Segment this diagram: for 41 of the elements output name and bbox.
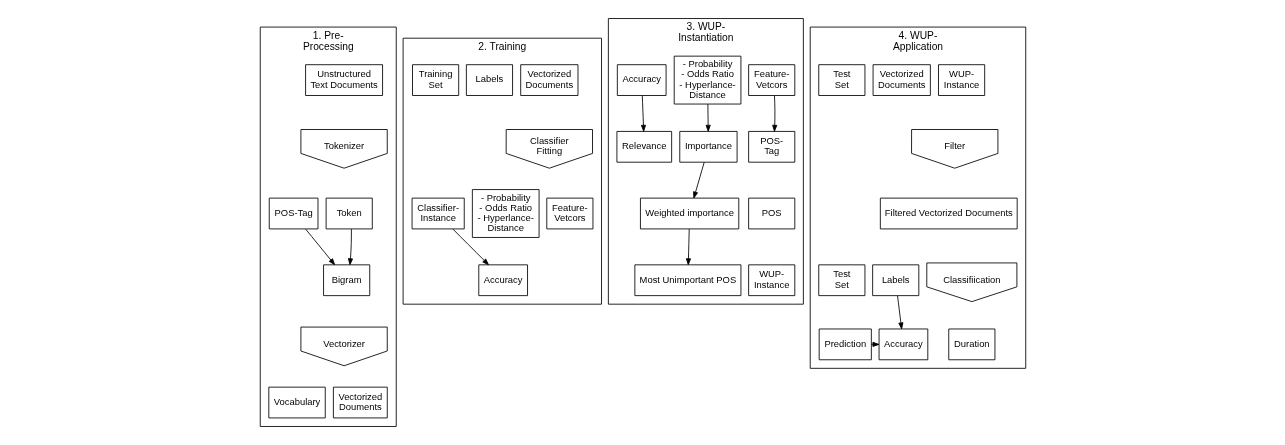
node-box: Training Set [411,64,459,96]
node-box: Vectorized Documents [872,64,931,96]
node-box: Labels [465,64,513,96]
node-box: Importance [678,131,737,163]
arrow [640,95,646,132]
node-box: Labels [871,264,919,297]
arrow [304,228,335,266]
node-box: Duration [947,328,995,361]
node-box: Test Set [817,264,865,297]
node-box: Relevance [616,131,672,163]
node-box: WUP-Instance [747,264,795,297]
node-box: Vectorized Douments [332,386,388,419]
arrow [692,162,705,199]
arrow [452,228,489,266]
node-box: Token [325,197,373,230]
arrow [870,341,879,347]
node-box: Feature-Vetcors [545,197,593,230]
arrow [771,95,777,132]
node-box: Weighted importance [639,197,739,230]
arrow [705,103,711,132]
node-box: Vectorized Documents [519,64,578,96]
node-box: Classifier-Instance [411,197,465,230]
node-box: - Probability - Odds Ratio - Hyperlance-Distance [673,55,741,105]
node-box: Accuracy [878,328,928,361]
node-box: Vocabulary [267,386,326,419]
node-box: Most Unimportant POS [633,264,741,297]
node-box: WUP-Instance [937,64,985,96]
node-box: Accuracy [477,264,528,297]
node-box: POS [747,197,795,230]
node-box: - Probability - Odds Ratio - Hyperlance-Distance [471,189,539,238]
node-box: Test Set [817,64,865,96]
node-box: POS-Tag [747,131,795,163]
node-box: POS-Tag [268,197,318,230]
node-box: Unstructured Text Documents [304,64,383,96]
node-box: Filtered Vectorized Documents [879,197,1018,230]
arrow [896,295,903,330]
arrow [685,228,691,266]
node-box: Accuracy [616,64,666,96]
node-box: Feature-Vetcors [747,64,795,96]
node-box: Bigram [322,264,370,297]
arrow [347,228,353,266]
